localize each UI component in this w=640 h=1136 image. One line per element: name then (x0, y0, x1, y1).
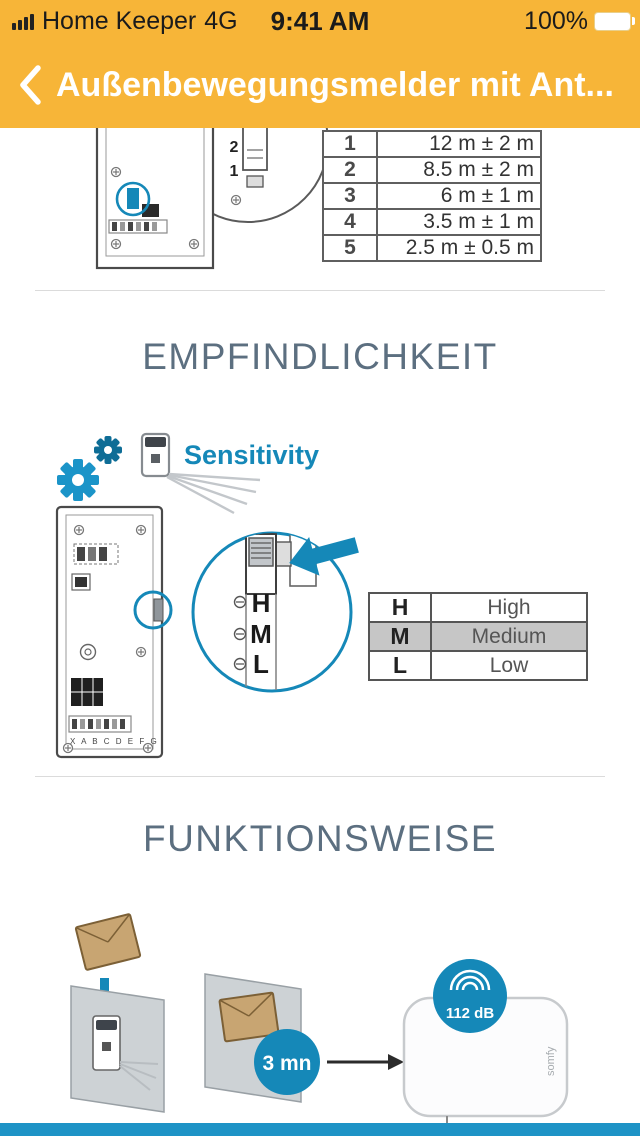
nav-bar: Außenbewegungsmelder mit Ant... (0, 42, 640, 128)
sensitivity-slider-knob (248, 537, 274, 567)
sensor-icon (140, 432, 171, 478)
signal-strength-icon (12, 12, 34, 30)
zoom-scale-number: 2 (230, 139, 239, 156)
sensitivity-pictogram: Sensitivity (42, 420, 422, 525)
battery-percent-label: 100% (524, 6, 588, 35)
zoom-scale-number: 1 (230, 163, 239, 180)
section-heading-operation: FUNKTIONSWEISE (142, 818, 498, 859)
detection-beams-icon (166, 472, 261, 515)
operation-diagram: 3 mn somfy (0, 894, 640, 1136)
network-type-label: 4G (204, 6, 238, 35)
sensor-device-outline (95, 128, 215, 270)
gear-icon (57, 459, 99, 501)
sensitivity-diagram: X A B C D E F G (0, 500, 640, 768)
switch-letter-low: L (253, 649, 269, 679)
highlight-circle-icon (133, 590, 173, 630)
screw-markers (233, 595, 247, 671)
timer-badge: 3 mn (254, 1029, 320, 1095)
section-divider (35, 290, 605, 291)
chevron-left-icon (20, 65, 41, 105)
page-title: Außenbewegungsmelder mit Ant... (56, 65, 614, 104)
back-button[interactable] (4, 55, 56, 115)
gear-icon (94, 436, 122, 464)
package-icon (218, 991, 280, 1043)
right-arrow-icon (327, 1054, 404, 1070)
sound-waves-icon (449, 969, 491, 991)
siren-volume-badge: 112 dB (433, 959, 507, 1033)
siren-level-label: 112 dB (446, 1005, 495, 1022)
content-scroll[interactable]: 2 1 (0, 128, 640, 1136)
sensitivity-label: Sensitivity (184, 440, 319, 470)
range-device-drawing: 2 1 (95, 128, 329, 270)
carrier-label: Home Keeper (42, 6, 197, 35)
status-bar: Home Keeper 4G 9:41 AM 100% (0, 0, 640, 42)
pointer-arrow-icon (289, 537, 359, 576)
dip-switch-labels: X A B C D E F G (70, 737, 159, 746)
footer-blue-strip (0, 1123, 640, 1136)
package-icon (74, 913, 142, 971)
highlight-circle-icon (115, 181, 151, 217)
switch-letter-high: H (252, 588, 271, 618)
brand-label: somfy (545, 1046, 557, 1076)
sensor-device-outline: X A B C D E F G (55, 505, 173, 759)
zoom-circle: H M L (191, 531, 359, 693)
section-heading-sensitivity: EMPFINDLICHKEIT (142, 336, 498, 377)
section-divider (35, 776, 605, 777)
mounted-sensor-icon (92, 1015, 159, 1091)
timer-label: 3 mn (262, 1052, 311, 1075)
battery-icon (595, 12, 635, 30)
switch-letter-medium: M (250, 619, 272, 649)
range-diagram: 2 1 (0, 128, 640, 288)
clock-label: 9:41 AM (270, 6, 370, 36)
